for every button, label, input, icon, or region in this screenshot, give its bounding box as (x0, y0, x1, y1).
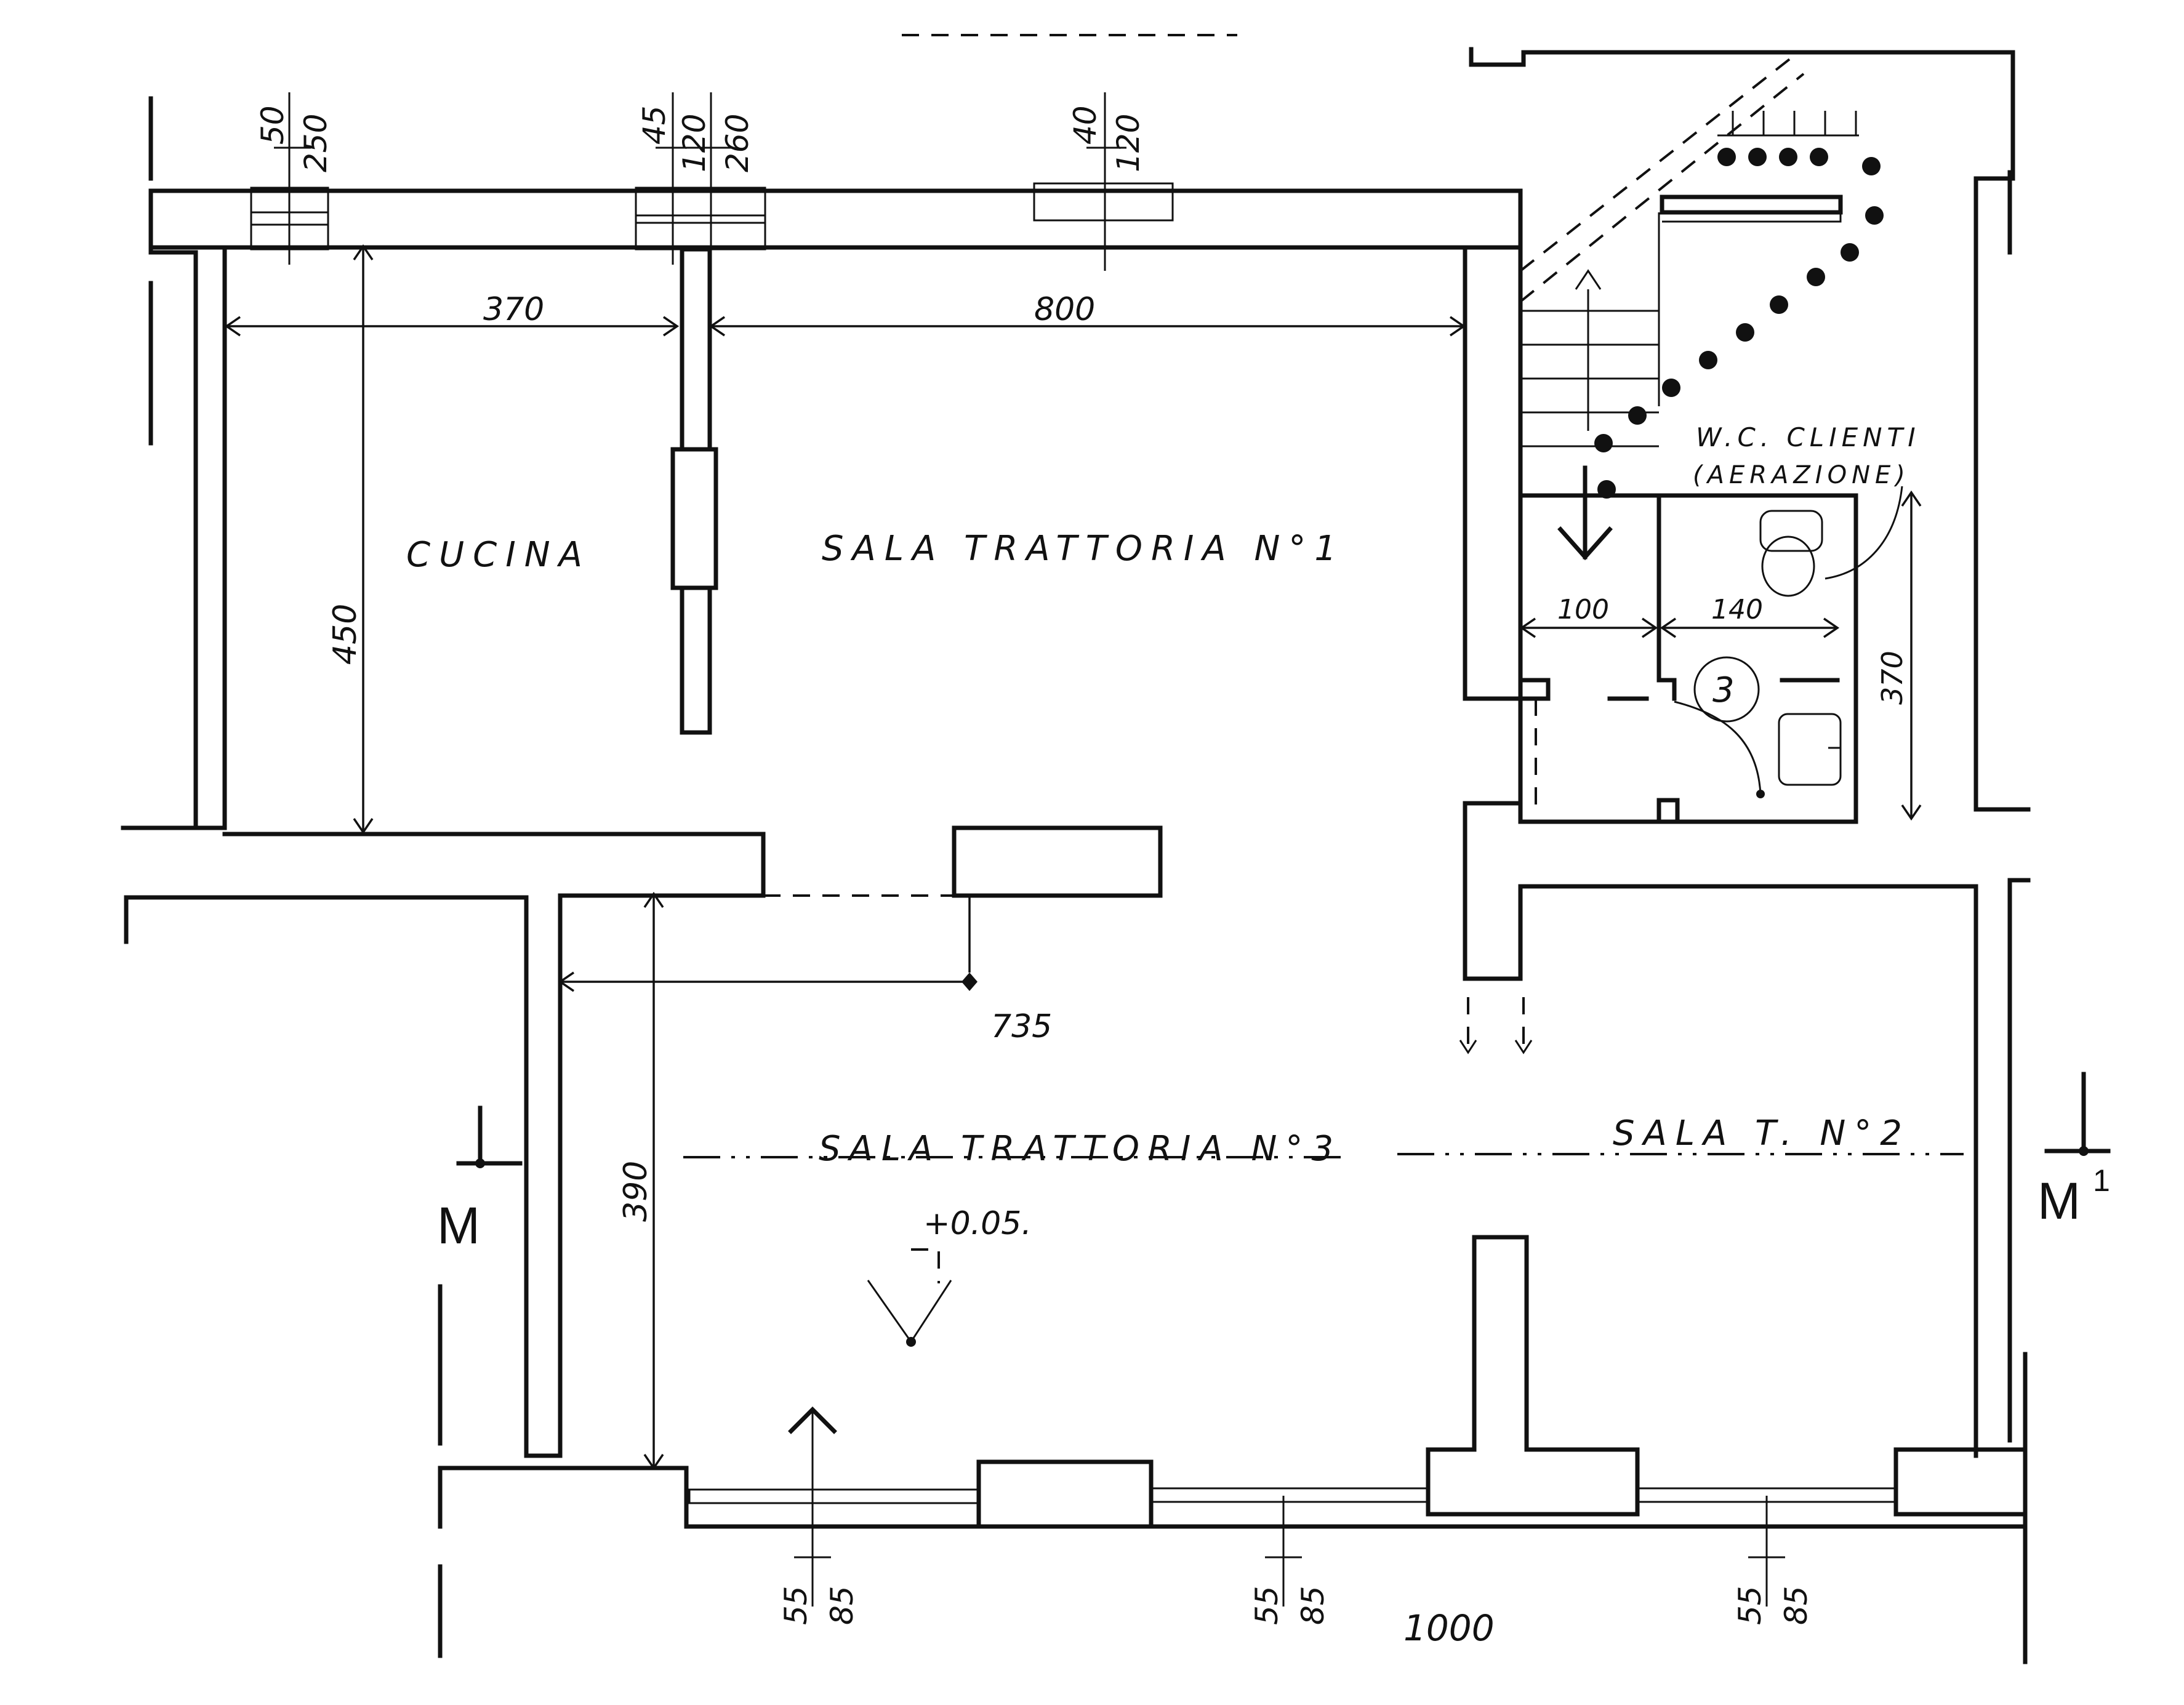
vent-pipe (1825, 486, 1903, 580)
wc-stub (1656, 798, 1680, 824)
kitchen-bottom-wall (124, 832, 766, 1458)
opening-2-extra: 260 (720, 114, 755, 172)
section-label-right-sup: 1 (2093, 1163, 2110, 1198)
stair-landing (1660, 195, 1843, 215)
room1-right-wall (1463, 188, 1551, 701)
stair-cut-line (1519, 54, 1805, 303)
room2-top-wall (1463, 801, 1978, 1458)
dim-735: 735 (991, 1008, 1052, 1045)
room-label-sala-2: SALA T. N°2 (1613, 1113, 1911, 1153)
dotted-curve (1594, 148, 1884, 499)
passage-dashes (1467, 997, 1525, 1046)
sink-icon (1778, 713, 1842, 786)
section-label-left: M (437, 1197, 480, 1254)
level-value: +0.05. (923, 1205, 1032, 1242)
section-mark-right (2044, 1072, 2111, 1153)
right-outer-wall (1973, 176, 2031, 1443)
pier-top (1463, 801, 1523, 821)
walls (121, 47, 2031, 1664)
room-label-sala-3: SALA TRATTORIA N°3 (819, 1129, 1342, 1169)
top-wall (148, 188, 1523, 250)
windows (250, 182, 2028, 1529)
opening-b3-sill: 55 (1732, 1586, 1768, 1625)
bottom-pier-1 (976, 1459, 1154, 1529)
room-label-sala-1: SALA TRATTORIA N°1 (822, 529, 1345, 569)
opening-b2-sill: 55 (1249, 1586, 1285, 1625)
opening-1-height: 250 (298, 114, 334, 172)
window-2 (635, 187, 766, 251)
fixture-number-circle (1693, 656, 1760, 723)
labels: CUCINA SALA TRATTORIA N°1 SALA TRATTORIA… (255, 105, 2110, 1649)
partition-door (670, 447, 718, 590)
central-pier (1426, 1235, 1640, 1517)
dim-800: 800 (1034, 291, 1095, 328)
section-mark-left (456, 1105, 523, 1166)
bottom-wall (438, 1466, 2028, 1529)
dim-390: 390 (617, 1161, 654, 1222)
stair-treads (1520, 310, 1659, 447)
opening-3-sill: 40 (1067, 105, 1103, 145)
dim-450: 450 (327, 604, 364, 665)
opening-b1-height: 85 (824, 1586, 860, 1625)
opening-2-sill: 45 (636, 105, 672, 145)
toilet-tank (1759, 510, 1823, 552)
fixture-number: 3 (1712, 670, 1735, 710)
wc-label: W.C. CLIENTI (1696, 422, 1921, 452)
dim-100: 100 (1557, 594, 1609, 625)
stair-up-arrow (1575, 269, 1602, 290)
window-leaders-top (288, 92, 1106, 271)
dim-140: 140 (1711, 594, 1763, 625)
opening-2-height: 120 (676, 114, 712, 172)
kitchen-left-wall (148, 245, 227, 830)
section-label-right: M (2037, 1172, 2081, 1230)
opening-1-sill: 50 (255, 105, 291, 145)
dim-1000: 1000 (1403, 1607, 1495, 1649)
stair-stringer (1658, 212, 1842, 406)
opening-b3-height: 85 (1778, 1586, 1814, 1625)
down-arrow-icon (1557, 526, 1613, 561)
wc-partition (1607, 493, 1677, 701)
window-bottom-1 (688, 1488, 980, 1504)
opening-b2-height: 85 (1295, 1586, 1331, 1625)
partition-lower (680, 585, 712, 735)
railing-posts (1732, 111, 1857, 135)
wc-label-note: (AERAZIONE) (1693, 461, 1910, 489)
counter-block (952, 825, 1163, 898)
opening-3-height: 120 (1110, 114, 1146, 172)
level-leader (911, 1248, 940, 1283)
dimension-lines (224, 34, 2111, 1607)
window-3 (1033, 182, 1174, 222)
staircase (1519, 54, 1884, 561)
window-bottom-2 (1150, 1487, 1429, 1503)
window-leaders-bottom (811, 1434, 1768, 1607)
bottom-pier-2 (1893, 1447, 2028, 1517)
level-arrow-icon (867, 1280, 952, 1344)
toilet-bowl-icon (1761, 536, 1815, 597)
wc-fixtures (1674, 486, 1903, 798)
stair-top-wall (1469, 47, 2015, 181)
door-swing (1674, 700, 1762, 795)
dim-370-wc: 370 (1876, 651, 1909, 705)
opening-b1-sill: 55 (778, 1586, 814, 1625)
room-label-kitchen: CUCINA (406, 535, 591, 575)
dim-370: 370 (483, 291, 544, 328)
partition-upper (680, 247, 712, 452)
